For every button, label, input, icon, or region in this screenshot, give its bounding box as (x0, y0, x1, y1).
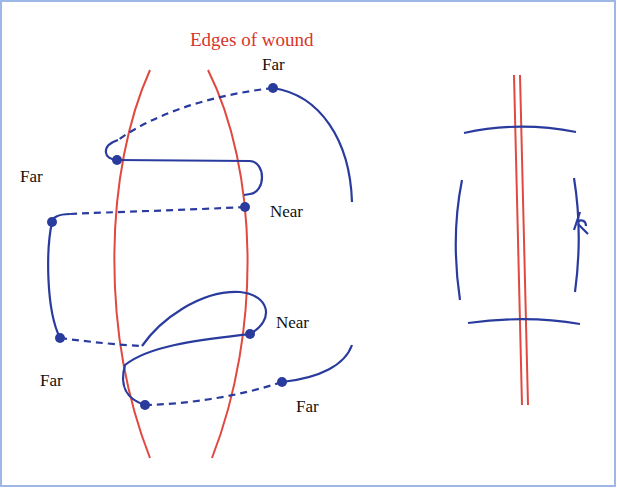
point (277, 377, 287, 387)
thread-tail (282, 345, 352, 382)
thread-under (145, 382, 282, 405)
wound-line (520, 75, 528, 405)
point (47, 217, 57, 227)
point (55, 333, 65, 343)
stitch (456, 180, 462, 300)
thread-under (60, 338, 142, 346)
thread-tail (273, 88, 352, 202)
point-label: Far (40, 372, 63, 391)
point-label: Far (296, 398, 319, 417)
knot (574, 212, 588, 234)
wound-edge-left (114, 70, 150, 458)
thread (117, 160, 262, 195)
point-label: Near (270, 203, 303, 222)
point (245, 329, 255, 339)
stitch (464, 127, 576, 133)
point-label: Near (276, 314, 309, 333)
closed-wound-sketch (456, 75, 588, 405)
point-label: Far (262, 56, 285, 75)
point (140, 400, 150, 410)
wound-edge-right (208, 70, 248, 458)
stitch (574, 178, 579, 292)
stitch (468, 319, 580, 324)
title: Edges of wound (190, 30, 313, 51)
point (112, 155, 122, 165)
thread (142, 292, 266, 346)
point (240, 202, 250, 212)
thread (48, 222, 60, 338)
thread-under (118, 88, 273, 140)
suture-thread (48, 88, 352, 405)
point (268, 83, 278, 93)
thread-under (70, 207, 245, 214)
point-label: Far (20, 168, 43, 187)
needle-points (47, 83, 287, 410)
